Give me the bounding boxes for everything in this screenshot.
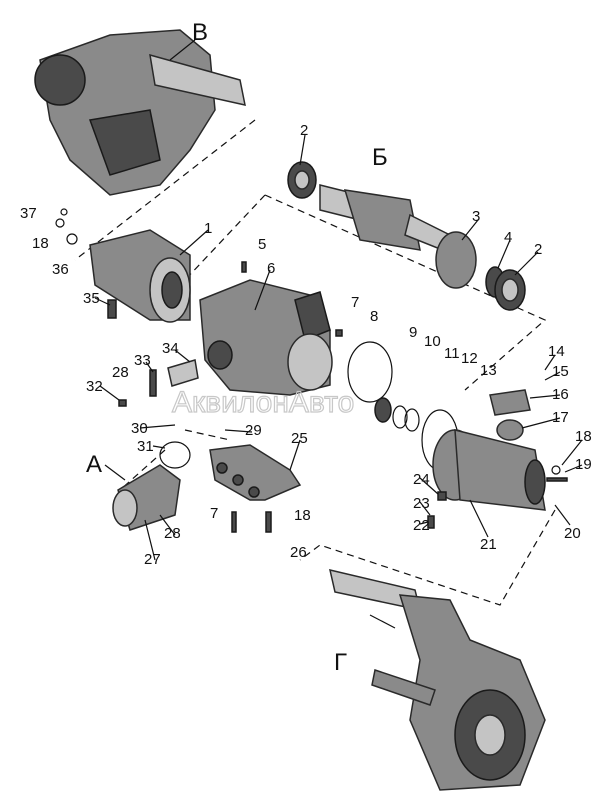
callout-12: 12 [461,350,478,367]
part-1-housing [89,229,191,323]
part-6-main-housing [199,279,333,396]
callout-5: 5 [258,236,266,253]
callout-4: 4 [504,229,512,246]
part-25-bracket [209,444,302,501]
callout-35: 35 [83,290,100,307]
callout-37: 37 [20,205,37,222]
callout-34: 34 [162,340,179,357]
callout-15: 15 [552,363,569,380]
callout-18: 18 [294,507,311,524]
label-assembly-a: А [86,451,102,478]
callout-1: 1 [204,220,212,237]
assembly-g-gearbox [329,568,546,791]
callout-30: 30 [131,420,148,437]
callout-17: 17 [552,409,569,426]
callout-31: 31 [137,438,154,455]
assembly-v-gearbox [34,29,246,196]
assembly-a-cylinder [112,441,191,531]
watermark: АквилонАвто [172,386,354,419]
callout-28: 28 [164,525,181,542]
label-assembly-b: Б [372,144,388,171]
callout-8: 8 [370,308,378,325]
callout-25: 25 [291,430,308,447]
callout-23: 23 [413,495,430,512]
callout-18: 18 [575,428,592,445]
callout-19: 19 [575,456,592,473]
label-assembly-g: Г [334,649,347,676]
callout-7: 7 [210,505,218,522]
callout-3: 3 [472,208,480,225]
callout-10: 10 [424,333,441,350]
small-parts-left [118,359,199,407]
callout-13: 13 [480,362,497,379]
callout-7: 7 [351,294,359,311]
seal-rings [347,341,459,471]
callout-29: 29 [245,422,262,439]
callout-6: 6 [267,260,275,277]
callout-labels: 2 37 18 36 1 5 6 3 4 2 35 7 8 9 10 11 12… [20,122,592,568]
callout-2: 2 [300,122,308,139]
part-21-housing [432,429,546,511]
fasteners [55,208,568,533]
callout-9: 9 [409,324,417,341]
callout-21: 21 [480,536,497,553]
leader-lines [94,39,583,629]
callout-26: 26 [290,544,307,561]
bushings-16-17 [489,389,531,441]
callout-16: 16 [552,386,569,403]
callout-20: 20 [564,525,581,542]
callout-33: 33 [134,352,151,369]
callout-24: 24 [413,471,430,488]
callout-18: 18 [32,235,49,252]
callout-14: 14 [548,343,565,360]
callout-27: 27 [144,551,161,568]
callout-28: 28 [112,364,129,381]
callout-2: 2 [534,241,542,258]
callout-32: 32 [86,378,103,395]
label-assembly-v: В [192,19,208,46]
gear-and-rings [435,231,526,311]
callout-36: 36 [52,261,69,278]
assembly-b-shaft [287,161,461,256]
callout-11: 11 [444,345,460,362]
callout-22: 22 [413,517,430,534]
